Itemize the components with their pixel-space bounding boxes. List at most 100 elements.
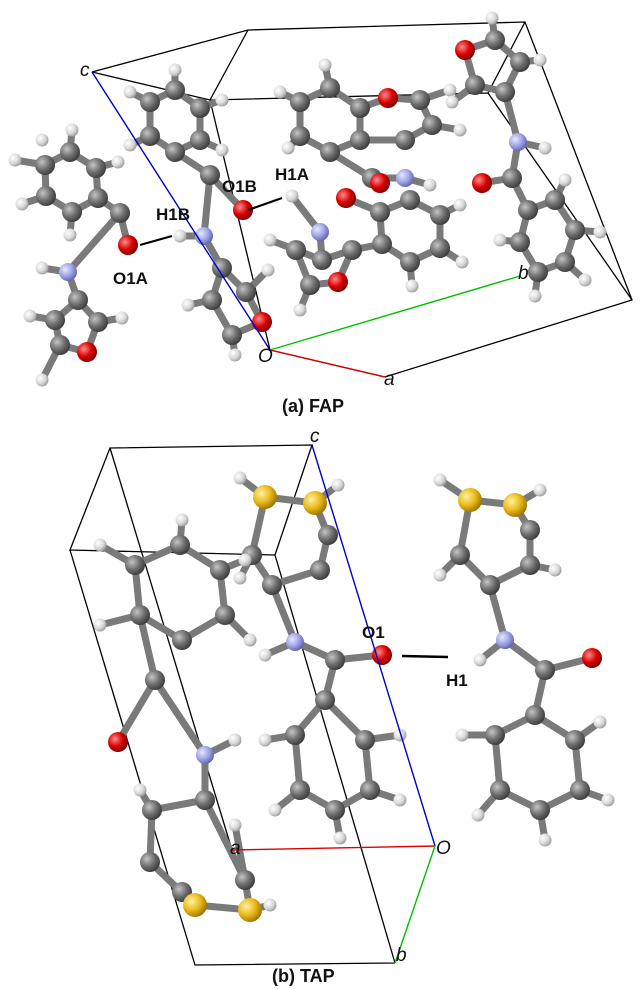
axis-c-line xyxy=(91,71,271,351)
sulfur-atom xyxy=(458,488,482,512)
hydrogen-atom xyxy=(181,298,195,312)
hydrogen-atom xyxy=(281,141,295,155)
oxygen-atom xyxy=(472,173,492,193)
oxygen-atom xyxy=(328,272,348,292)
carbon-atom xyxy=(535,660,555,680)
atom-label-o1b: O1B xyxy=(222,177,257,196)
hydrogen-atom xyxy=(35,133,49,147)
hbond-fap-2 xyxy=(247,196,283,212)
hydrogen-atom xyxy=(35,261,49,275)
carbon-atom xyxy=(565,730,585,750)
hydrogen-atom xyxy=(173,229,187,243)
molecule-tap-1 xyxy=(233,471,407,845)
carbon-atom xyxy=(172,630,192,650)
carbon-atom xyxy=(290,126,310,146)
atom-label-h1: H1 xyxy=(446,671,468,690)
carbon-atom xyxy=(262,575,282,595)
carbon-atom xyxy=(318,525,338,545)
carbon-atom xyxy=(286,240,306,260)
carbon-atom xyxy=(165,142,185,162)
hydrogen-atom xyxy=(133,783,147,797)
nitrogen-atom xyxy=(509,133,527,151)
carbon-atom xyxy=(430,238,450,258)
axis-label-c-tap: c xyxy=(310,426,320,447)
hydrogen-atom xyxy=(293,303,307,317)
atom-label-o1a: O1A xyxy=(113,269,148,288)
hydrogen-atom xyxy=(115,311,129,325)
hydrogen-atom xyxy=(558,173,572,187)
carbon-atom xyxy=(350,130,370,150)
hydrogen-atom xyxy=(443,83,457,97)
carbon-atom xyxy=(50,335,70,355)
molecule-tap-2 xyxy=(93,513,277,922)
hydrogen-atom xyxy=(485,11,499,25)
carbon-atom xyxy=(200,165,220,185)
hydrogen-atom xyxy=(593,225,607,239)
axis-label-a-fap: a xyxy=(384,369,395,390)
hydrogen-atom xyxy=(593,715,607,729)
carbon-atom xyxy=(430,205,450,225)
oxygen-atom xyxy=(378,88,398,108)
carbon-atom xyxy=(310,560,330,580)
hydrogen-atom xyxy=(333,831,347,845)
carbon-atom xyxy=(510,232,530,252)
carbon-atom xyxy=(212,258,232,278)
bond xyxy=(136,611,159,684)
carbon-atom xyxy=(355,730,375,750)
carbon-atom xyxy=(315,690,335,710)
oxygen-atom xyxy=(118,235,138,255)
hydrogen-atom xyxy=(331,478,345,492)
bond xyxy=(64,209,124,276)
carbon-atom xyxy=(570,780,590,800)
carbon-atom xyxy=(170,535,190,555)
carbon-atom xyxy=(485,30,505,50)
hydrogen-atom xyxy=(471,808,485,822)
carbon-atom xyxy=(485,725,505,745)
bond xyxy=(114,676,159,746)
carbon-atom xyxy=(480,575,500,595)
axis-label-b-tap: b xyxy=(396,945,407,966)
oxygen-atom xyxy=(252,312,272,332)
carbon-atom xyxy=(465,75,485,95)
carbon-atom xyxy=(395,130,415,150)
hydrogen-atom xyxy=(258,733,272,747)
carbon-atom xyxy=(45,310,65,330)
carbon-atom xyxy=(236,282,256,302)
carbon-atom xyxy=(235,870,255,890)
carbon-atom xyxy=(370,202,390,222)
carbon-atom xyxy=(145,670,165,690)
hydrogen-atom xyxy=(35,373,49,387)
carbon-atom xyxy=(525,705,545,725)
carbon-atom xyxy=(490,780,510,800)
sulfur-atom xyxy=(503,493,527,517)
hydrogen-atom xyxy=(23,309,37,323)
carbon-atom xyxy=(320,78,340,98)
axis-b-line-tap xyxy=(394,845,436,964)
hydrogen-atom xyxy=(8,153,22,167)
hydrogen-atom xyxy=(168,63,182,77)
hydrogen-atom xyxy=(63,228,77,242)
carbon-atom xyxy=(342,240,362,260)
nitrogen-atom xyxy=(59,263,77,281)
axis-label-origin-tap: O xyxy=(436,838,451,859)
sulfur-atom xyxy=(183,893,207,917)
carbon-atom xyxy=(60,142,80,162)
oxygen-atom xyxy=(77,342,97,362)
nitrogen-atom xyxy=(396,169,414,187)
carbon-atom xyxy=(190,98,210,118)
carbon-atom xyxy=(36,186,56,206)
oxygen-atom xyxy=(582,648,602,668)
hydrogen-atom xyxy=(258,648,272,662)
hydrogen-atom xyxy=(273,85,287,99)
hydrogen-atom xyxy=(238,553,252,567)
carbon-atom xyxy=(142,800,162,820)
carbon-atom xyxy=(510,52,530,72)
axis-a-line-tap xyxy=(231,845,436,851)
hydrogen-atom xyxy=(243,633,257,647)
carbon-atom xyxy=(86,158,106,178)
hydrogen-atom xyxy=(538,833,552,847)
hydrogen-atom xyxy=(263,233,277,247)
molecule-fap-3 xyxy=(263,58,469,317)
hydrogen-atom xyxy=(15,197,29,211)
